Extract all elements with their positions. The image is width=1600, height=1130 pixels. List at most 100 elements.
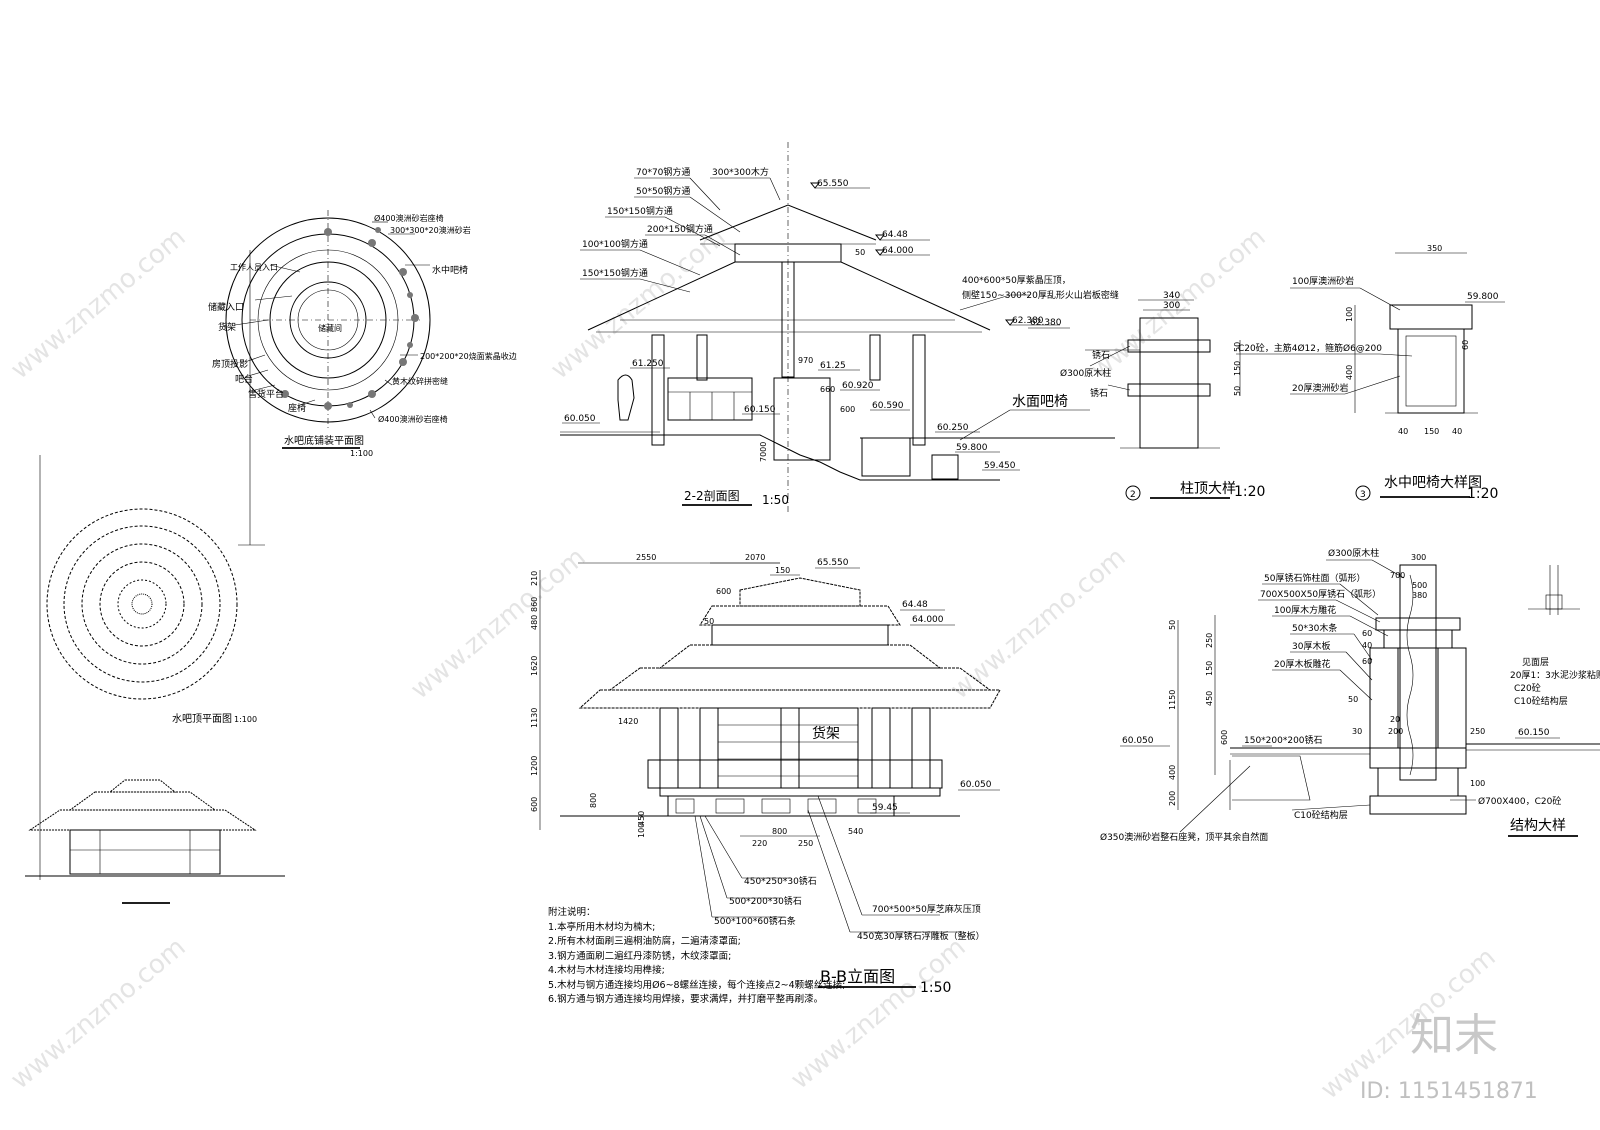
- note-item: 3.钢方通面刷二遍红丹漆防锈，木纹漆罩面;: [548, 950, 732, 962]
- floor-plan: Ø400澳洲砂岩座椅 300*300*20澳洲砂岩 水中吧椅 工作人员入口 储藏…: [208, 210, 517, 546]
- dimension-label: 600: [1220, 730, 1229, 745]
- detail-title: 水中吧椅大样图: [1384, 475, 1482, 491]
- dimension-label: 40: [1398, 427, 1408, 436]
- level-label: 60.050: [564, 414, 596, 424]
- column-label: Ø300原木柱: [1060, 367, 1111, 379]
- level-label: 59.800: [956, 443, 988, 453]
- elev-roof-upper: [699, 605, 901, 626]
- plan-label: 水中吧椅: [432, 264, 468, 276]
- dimension-label: 50: [704, 617, 714, 626]
- detail-scale: 1:20: [1234, 484, 1265, 500]
- dimension-label: 250: [1470, 727, 1485, 736]
- dimension-label: 7000: [759, 442, 768, 462]
- dimension-label: 400: [1345, 365, 1354, 380]
- section-label: 水面吧椅: [1012, 394, 1068, 410]
- detail-scale: 1:20: [1467, 486, 1498, 502]
- dimension-label: 220: [752, 839, 767, 848]
- dimension-label: 800: [772, 827, 787, 836]
- dimension-label: 150: [1205, 661, 1214, 676]
- dimension-label: 50: [1233, 342, 1242, 352]
- struct-label: 100厚木方雕花: [1274, 604, 1336, 616]
- level-label: 60.590: [872, 401, 904, 411]
- roof-plan: 水吧顶平面图 1:100: [25, 455, 285, 904]
- note-item: 1.本亭所用木材均为楠木;: [548, 921, 656, 933]
- level-label: 59.450: [984, 461, 1016, 471]
- plan-label: 储藏入口: [208, 301, 244, 313]
- struct-label: 50*30木条: [1292, 622, 1337, 634]
- struct-c10: [1369, 795, 1467, 815]
- dimension-label: 340: [1163, 291, 1180, 301]
- dimension-label: 150: [1424, 427, 1439, 436]
- structure-leaders: [1179, 559, 1476, 833]
- notes-heading: 附注说明：: [548, 907, 596, 918]
- watermark-text: www.znzmo.com: [5, 932, 191, 1095]
- seat-wall: [861, 437, 911, 477]
- dimension-label: 250: [1205, 633, 1214, 648]
- dimension-label: 600: [840, 405, 855, 414]
- struct-label: 150*200*200锈石: [1244, 734, 1323, 746]
- dimension-label: 200: [1168, 791, 1177, 806]
- level-label: 60.150: [1518, 728, 1550, 738]
- struct-beam: [1369, 747, 1467, 769]
- struct-label: C10砼结构层: [1294, 809, 1348, 821]
- section-label: 400*600*50厚紫晶压顶，: [962, 275, 1071, 286]
- dimension-label: 380: [1412, 591, 1427, 600]
- dimension-label: 970: [798, 356, 813, 365]
- struct-label: Ø700X400，C20砼: [1478, 795, 1561, 807]
- plan-scale: 1:100: [350, 449, 373, 458]
- section-label: 侧壁150~300*20厚乱形火山岩板密缝: [962, 289, 1119, 301]
- elev-roof-mid: [658, 644, 942, 669]
- dimension-label: 200: [1388, 727, 1403, 736]
- detail-number-circle: [1125, 485, 1141, 501]
- dimension-label: 350: [1427, 244, 1442, 253]
- struct-label: 50厚锈石饰柱面（弧形）: [1264, 572, 1365, 584]
- seat-top: [1389, 304, 1473, 330]
- dimension-label: 40: [1452, 427, 1462, 436]
- plan-label: Ø400澳洲砂岩座椅: [374, 213, 444, 223]
- dimension-label: 300: [1163, 301, 1180, 311]
- plan-title: 水吧底铺装平面图: [284, 434, 364, 447]
- level-label: 62.380: [1030, 318, 1062, 328]
- dimension-label: 1420: [618, 717, 638, 726]
- plan-label: 200*200*20烧面紫晶收边: [420, 351, 517, 361]
- elev-roof-eave: [578, 689, 1001, 709]
- level-label: 60.150: [744, 405, 776, 415]
- dimension-label: 300: [1411, 553, 1426, 562]
- watermark-text: www.znzmo.com: [5, 222, 191, 385]
- dimension-label: 600: [530, 797, 539, 812]
- level-label: 61.250: [632, 359, 664, 369]
- roof-plan-scale: 1:100: [234, 715, 257, 724]
- section-label: 300*300木方: [712, 166, 769, 178]
- section-label: 150*150钢方通: [607, 205, 673, 217]
- rust-band: [1127, 383, 1211, 397]
- level-label: 60.250: [937, 423, 969, 433]
- elev-column: [699, 707, 719, 789]
- plan-label: 售货平台: [248, 388, 284, 400]
- bar-counter: [667, 377, 753, 421]
- dimension-label: 540: [848, 827, 863, 836]
- structure-title: 结构大样: [1510, 818, 1566, 834]
- mini-elevation: [25, 779, 285, 877]
- dimension-label: 450: [637, 811, 646, 826]
- elevation-callout: 700*500*50厚芝麻灰压顶: [872, 903, 981, 915]
- mini-detail: [1528, 565, 1580, 615]
- wood-grain: [1406, 574, 1414, 776]
- level-label: 64.48: [882, 230, 908, 240]
- struct-label: 20厚木板雕花: [1274, 658, 1330, 670]
- watermark-text: www.znzmo.com: [405, 542, 591, 705]
- plan-label: 吧台: [235, 373, 253, 385]
- roof-ring: [63, 525, 221, 683]
- section-label: 200*150钢方通: [647, 223, 713, 235]
- struct-footing: [1377, 767, 1459, 797]
- elev-column: [911, 707, 931, 789]
- detail-number-circle: [1355, 485, 1371, 501]
- column-top-detail: 340 300 50 150 50 62.380 锈石 Ø300原木柱 锈石 2…: [1028, 291, 1265, 501]
- level-label: 64.48: [902, 600, 928, 610]
- column-label: 锈石: [1090, 387, 1108, 399]
- level-label: 59.45: [872, 803, 898, 813]
- level-label: 60.050: [1122, 736, 1154, 746]
- level-label: 62.380: [1012, 316, 1044, 326]
- elev-lantern: [711, 624, 889, 646]
- seat-label: 100厚澳洲砂岩: [1292, 275, 1354, 287]
